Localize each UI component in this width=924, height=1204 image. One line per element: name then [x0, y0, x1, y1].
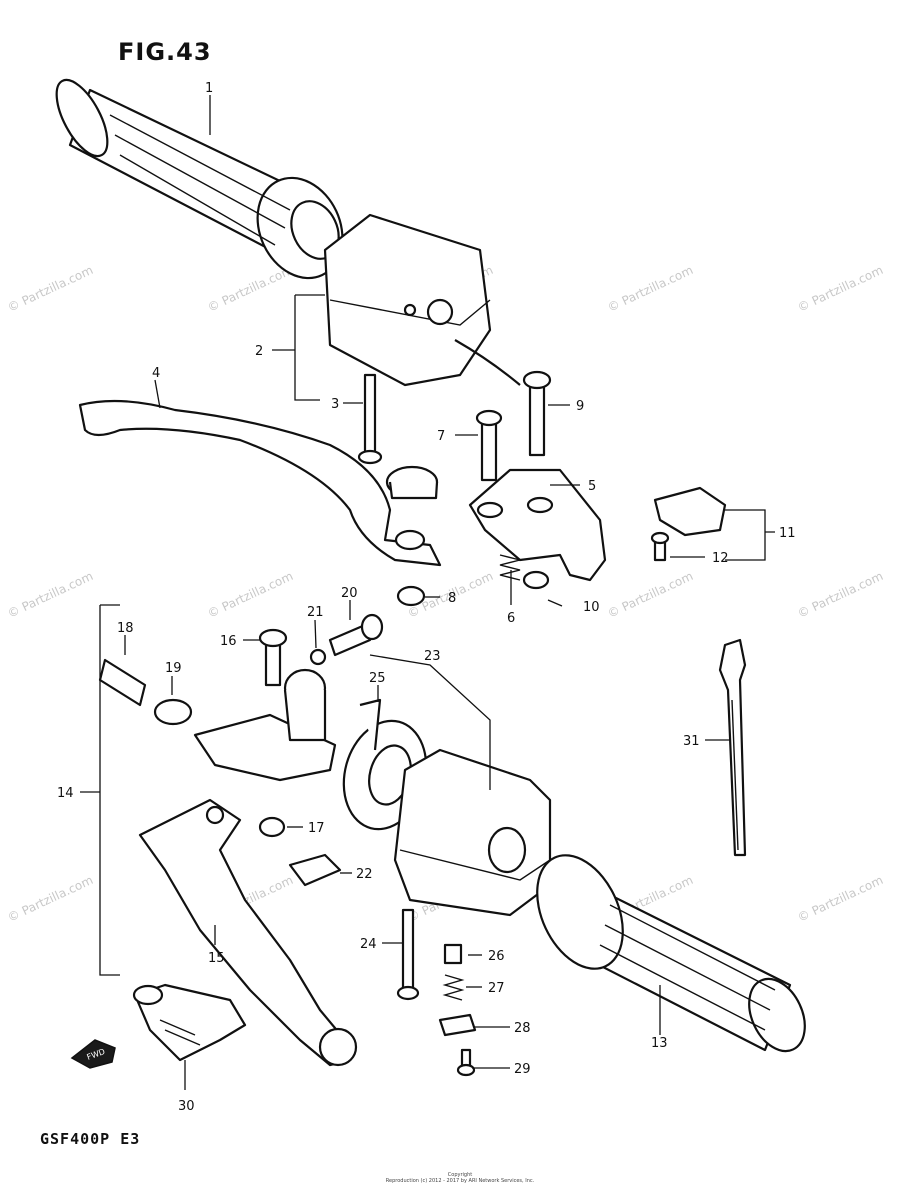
callout-11: 11 — [779, 526, 796, 541]
callout-22: 22 — [356, 867, 373, 882]
lower-small-parts — [396, 908, 477, 1077]
nut-and-clip — [258, 816, 342, 887]
brake-lever-part — [78, 399, 442, 567]
callout-25: 25 — [369, 671, 386, 686]
watermark: © Partzilla.com — [605, 569, 695, 621]
forward-arrow: FWD — [70, 1039, 116, 1069]
watermark: © Partzilla.com — [5, 873, 95, 925]
watermark: © Partzilla.com — [795, 263, 885, 315]
clamp-bracket-part — [468, 468, 607, 582]
callout-18: 18 — [117, 621, 134, 636]
copyright-notice: Copyright Reproduction (c) 2012 - 2017 b… — [380, 1172, 540, 1184]
watermark: © Partzilla.com — [5, 263, 95, 315]
callout-23: 23 — [424, 649, 441, 664]
clutch-lever-part — [138, 798, 358, 1067]
clutch-bracket-part — [193, 628, 337, 782]
callout-31: 31 — [683, 734, 700, 749]
callout-labels: 1 2 3 4 5 6 7 8 9 10 11 12 13 14 15 16 1… — [57, 81, 796, 1114]
callout-27: 27 — [488, 981, 505, 996]
callout-15: 15 — [208, 951, 225, 966]
spring-and-nuts — [396, 554, 550, 607]
callout-29: 29 — [514, 1062, 531, 1077]
screws-upper — [357, 370, 552, 482]
figure-title: FIG.43 — [118, 38, 212, 66]
callout-21: 21 — [307, 605, 324, 620]
callout-24: 24 — [360, 937, 377, 952]
right-grip-part — [536, 854, 806, 1053]
callout-13: 13 — [651, 1036, 668, 1051]
right-switch-housing — [393, 748, 552, 917]
throttle-grip-part — [55, 78, 344, 280]
callout-6: 6 — [507, 611, 515, 626]
callout-7: 7 — [437, 429, 445, 444]
copyright-line-1: Copyright — [447, 1172, 473, 1178]
callout-1: 1 — [205, 81, 213, 96]
callout-9: 9 — [576, 399, 584, 414]
callout-28: 28 — [514, 1021, 531, 1036]
callout-12: 12 — [712, 551, 729, 566]
callout-4: 4 — [152, 366, 160, 381]
callout-16: 16 — [220, 634, 237, 649]
leader-lines — [80, 95, 775, 1090]
callout-5: 5 — [588, 479, 596, 494]
watermark: © Partzilla.com — [795, 873, 885, 925]
callout-17: 17 — [308, 821, 325, 836]
callout-20: 20 — [341, 586, 358, 601]
callout-10: 10 — [583, 600, 600, 615]
watermark: © Partzilla.com — [795, 569, 885, 621]
bolt-and-washer — [309, 613, 384, 666]
callout-14: 14 — [57, 786, 74, 801]
switch-housing-part — [323, 213, 521, 387]
callout-8: 8 — [448, 591, 456, 606]
clutch-switch-part — [132, 983, 247, 1062]
copyright-line-2: Reproduction (c) 2012 - 2017 by ARI Netw… — [385, 1178, 535, 1184]
cable-tie-part — [718, 638, 747, 857]
callout-30: 30 — [178, 1099, 195, 1114]
callout-19: 19 — [165, 661, 182, 676]
brake-switch-part — [650, 486, 727, 562]
model-code: GSF400P E3 — [40, 1130, 141, 1148]
callout-3: 3 — [331, 397, 339, 412]
watermark: © Partzilla.com — [205, 263, 295, 315]
watermark: © Partzilla.com — [5, 569, 95, 621]
cable-adjuster-part — [98, 658, 193, 726]
watermark: © Partzilla.com — [205, 569, 295, 621]
watermark: © Partzilla.com — [605, 263, 695, 315]
callout-26: 26 — [488, 949, 505, 964]
callout-2: 2 — [255, 344, 263, 359]
